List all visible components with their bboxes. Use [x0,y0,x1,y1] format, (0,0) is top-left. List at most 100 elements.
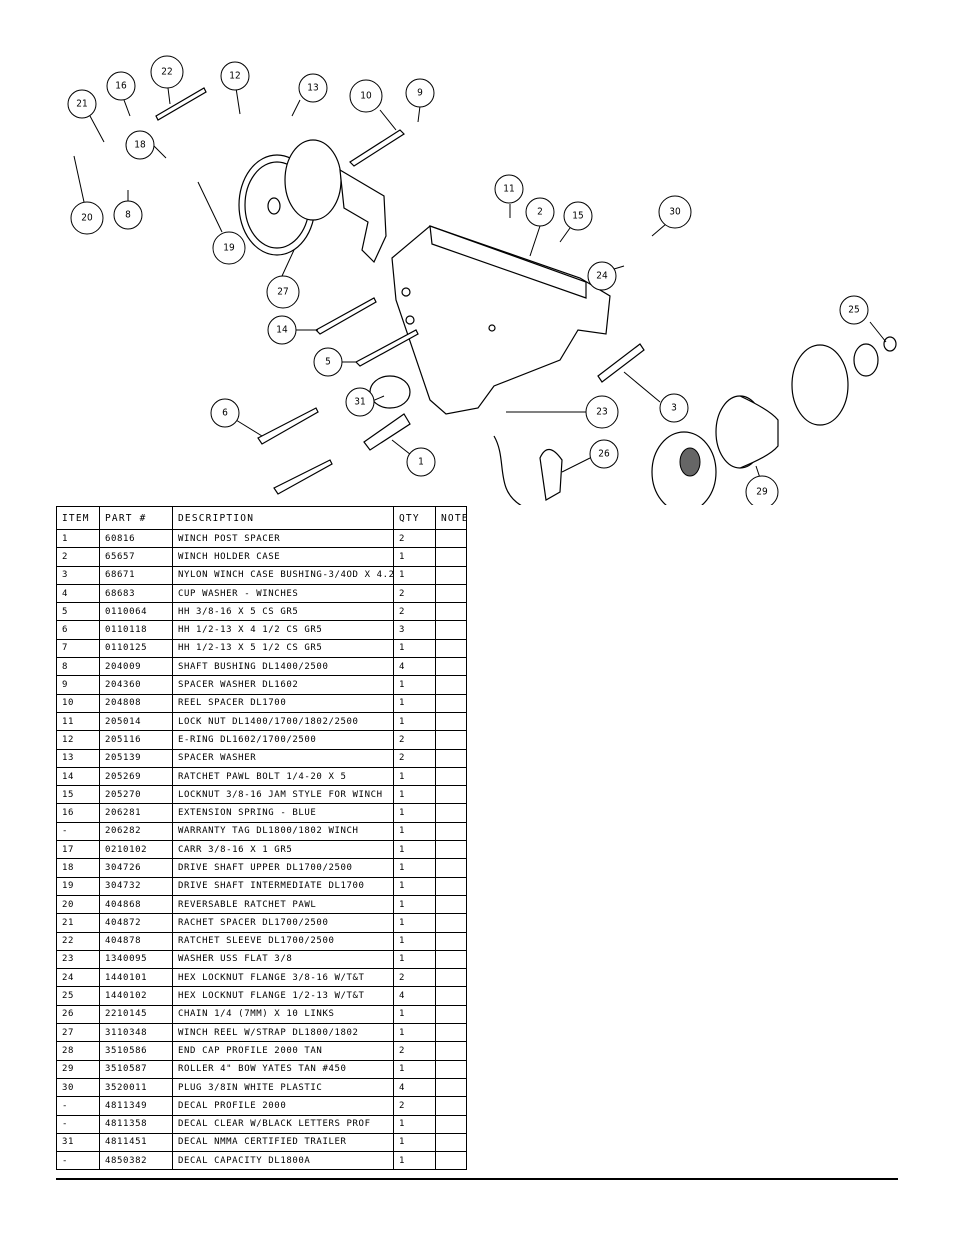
cell-qty: 1 [393,858,436,878]
cell-part-number: 3110348 [99,1023,173,1043]
svg-text:25: 25 [848,305,859,316]
cell-part-number: 205269 [99,766,173,787]
callout-24: 24 [587,261,617,291]
cell-part-number: 204009 [99,657,173,677]
cell-item: 16 [56,803,100,823]
callout-25: 25 [839,295,869,325]
cell-part-number: 206282 [99,821,173,842]
header-part-number: PART # [99,506,173,530]
cell-description: HH 1/2-13 X 4 1/2 CS GR5 [172,620,394,640]
header-description: DESCRIPTION [172,506,394,530]
svg-text:21: 21 [76,99,87,110]
cell-qty: 2 [393,583,436,604]
cell-item: - [56,1114,100,1134]
cell-description: DRIVE SHAFT INTERMEDIATE DL1700 [172,876,394,896]
cell-part-number: 1340095 [99,949,173,970]
header-qty: QTY [393,506,436,530]
cell-note [435,565,467,585]
cell-note [435,931,467,951]
cell-qty: 1 [393,785,436,805]
cell-part-number: 404878 [99,931,173,951]
footer-rule [56,1178,898,1180]
cell-note [435,1151,467,1171]
cell-item: 23 [56,949,100,970]
cell-note [435,583,467,604]
cell-description: WINCH REEL W/STRAP DL1800/1802 [172,1023,394,1043]
cell-item: 10 [56,693,100,713]
callout-19: 19 [212,231,246,265]
cell-qty: 4 [393,986,436,1006]
cell-item: 21 [56,913,100,933]
cell-item: 25 [56,986,100,1006]
cell-description: DECAL PROFILE 2000 [172,1096,394,1116]
cell-item: 31 [56,1132,100,1153]
cell-description: E-RING DL1602/1700/2500 [172,730,394,750]
cell-description: WINCH HOLDER CASE [172,547,394,567]
cell-description: DRIVE SHAFT UPPER DL1700/2500 [172,858,394,878]
svg-text:2: 2 [537,207,543,218]
svg-text:8: 8 [125,210,131,221]
table-header-row: ITEM PART # DESCRIPTION QTY NOTE [56,506,467,530]
svg-text:3: 3 [671,403,677,414]
cell-description: NYLON WINCH CASE BUSHING-3/4OD X 4.25 [172,565,394,585]
svg-text:10: 10 [360,91,372,102]
cell-note [435,876,467,896]
cell-note [435,711,467,732]
svg-text:6: 6 [222,408,228,419]
callout-5: 5 [313,347,343,377]
cell-description: PLUG 3/8IN WHITE PLASTIC [172,1077,394,1098]
cell-note [435,730,467,750]
bolts-drawing [155,87,645,495]
cell-description: WARRANTY TAG DL1800/1802 WINCH [172,821,394,842]
cell-item: 13 [56,748,100,768]
cell-part-number: 404868 [99,894,173,915]
cell-description: CUP WASHER - WINCHES [172,583,394,604]
cell-note [435,785,467,805]
cell-part-number: 404872 [99,913,173,933]
cell-note [435,1077,467,1098]
cell-part-number: 0210102 [99,840,173,860]
cell-qty: 1 [393,1004,436,1025]
cell-description: END CAP PROFILE 2000 TAN [172,1041,394,1061]
cell-part-number: 206281 [99,803,173,823]
cell-item: 3 [56,565,100,585]
cell-description: REEL SPACER DL1700 [172,693,394,713]
cell-description: SPACER WASHER DL1602 [172,675,394,695]
callout-18: 18 [125,130,155,160]
cell-part-number: 4850382 [99,1151,173,1171]
cell-description: HH 3/8-16 X 5 CS GR5 [172,602,394,622]
svg-text:20: 20 [81,213,93,224]
cell-note [435,894,467,915]
cell-note [435,840,467,860]
cell-note [435,1023,467,1043]
callout-1: 1 [406,447,436,477]
callout-23: 23 [585,395,619,429]
callout-9: 9 [405,78,435,108]
svg-text:26: 26 [598,449,610,460]
cell-qty: 1 [393,711,436,732]
callout-8: 8 [113,200,143,230]
cell-part-number: 1440102 [99,986,173,1006]
cell-description: HH 1/2-13 X 5 1/2 CS GR5 [172,638,394,659]
cell-qty: 2 [393,730,436,750]
cell-description: LOCK NUT DL1400/1700/1802/2500 [172,711,394,732]
callout-27: 27 [266,275,300,309]
svg-text:18: 18 [134,140,146,151]
cell-part-number: 4811349 [99,1096,173,1116]
